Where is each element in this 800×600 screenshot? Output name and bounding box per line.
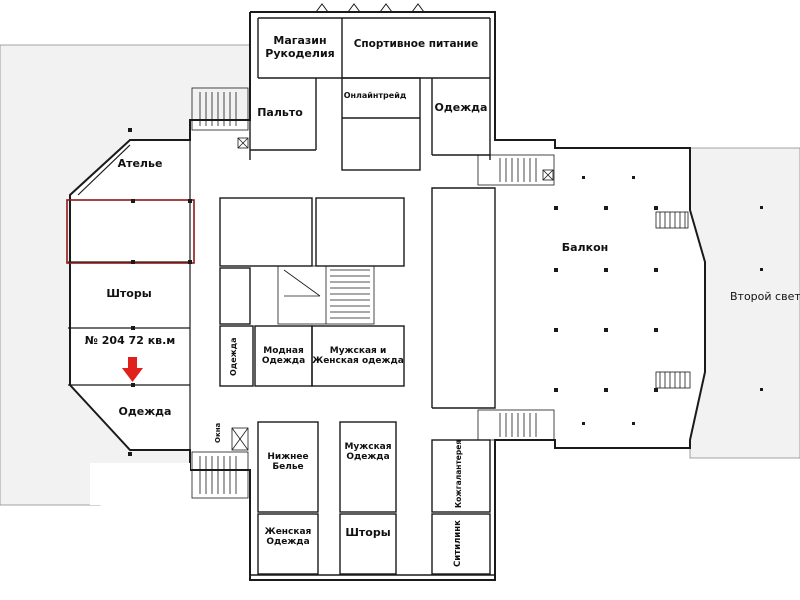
- left-exterior-area: [0, 44, 251, 506]
- room-odezhda-vertical[interactable]: Одежда: [229, 337, 238, 377]
- room-magazin-rukodeliya[interactable]: Магазин Рукоделия: [265, 34, 335, 60]
- roof-bumps: [315, 3, 425, 13]
- room-shtory-bottom[interactable]: Шторы: [345, 526, 391, 539]
- top-block-walls: [249, 17, 491, 171]
- stair-top-right: [477, 154, 555, 186]
- room-okna[interactable]: Окна: [214, 422, 222, 444]
- room-sportivnoe-pitanie[interactable]: Спортивное питание: [353, 38, 479, 50]
- right-column-walls: [431, 187, 496, 409]
- room-zhenskaya-odezhda[interactable]: Женская Одежда: [264, 527, 312, 548]
- bottom-block-walls: [250, 421, 495, 576]
- stair-bottom-right: [477, 409, 555, 441]
- stair-top-left: [191, 87, 249, 149]
- label-patch: [90, 463, 190, 505]
- wall-posts: [128, 128, 192, 456]
- room-shtory-left[interactable]: Шторы: [106, 287, 152, 300]
- room-muzhskaya-odezhda[interactable]: Мужская Одежда: [344, 442, 392, 463]
- balcony-stairs: [655, 211, 691, 389]
- room-nizhnee-belie[interactable]: Нижнее Белье: [267, 452, 309, 473]
- room-odezhda-top[interactable]: Одежда: [434, 101, 488, 114]
- room-palto[interactable]: Пальто: [257, 106, 303, 119]
- room-unit-204[interactable]: № 204 72 кв.м: [84, 334, 176, 347]
- room-vtoroi-svet[interactable]: Второй свет: [730, 290, 800, 303]
- balcony-columns: [554, 176, 763, 425]
- room-kozhgalantereya[interactable]: Кожгалантерея: [454, 439, 463, 508]
- room-odezhda-left[interactable]: Одежда: [118, 405, 172, 418]
- room-sitilink[interactable]: Ситилинк: [453, 520, 463, 568]
- room-onlaintreid[interactable]: Онлайнтрейд: [343, 91, 407, 100]
- stair-center: [277, 265, 375, 325]
- room-modnaya-odezhda[interactable]: Модная Одежда: [261, 346, 306, 367]
- left-wing-walls: [68, 140, 191, 450]
- room-balkon[interactable]: Балкон: [561, 241, 609, 254]
- stair-bottom-left: [191, 427, 249, 499]
- room-muzhskaya-zhenskaya[interactable]: Мужская и Женская одежда: [312, 346, 404, 367]
- down-arrow-icon: [122, 357, 143, 382]
- room-atelie[interactable]: Ателье: [117, 157, 163, 170]
- highlighted-room[interactable]: [66, 199, 195, 264]
